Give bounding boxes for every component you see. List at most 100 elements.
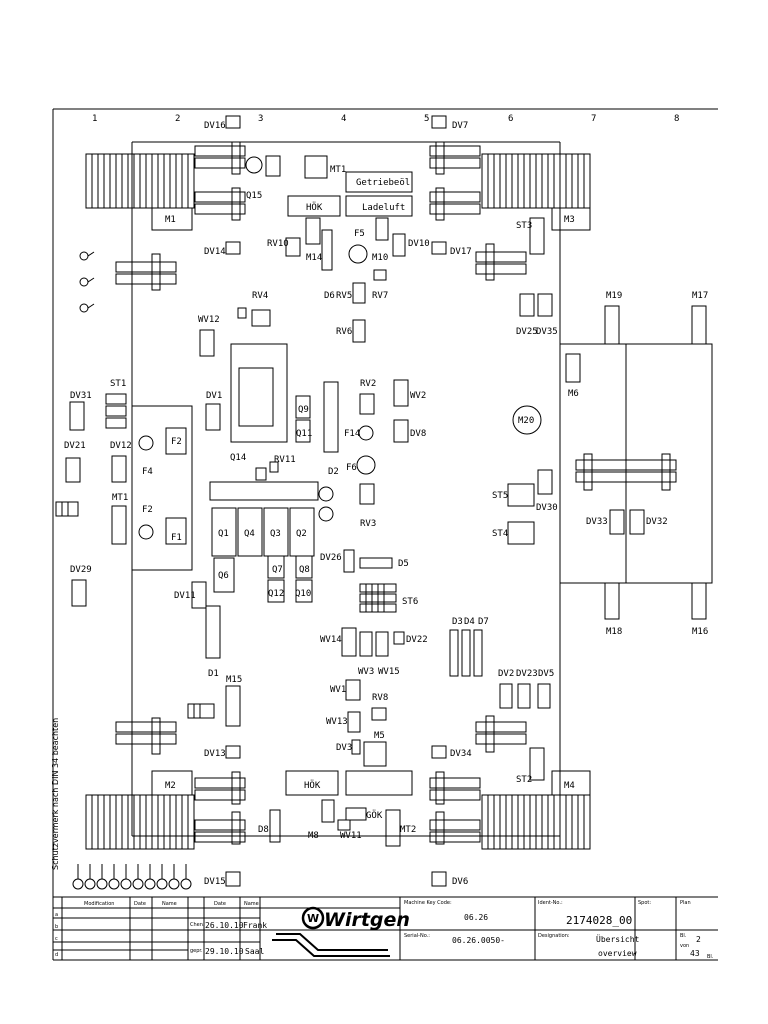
track-bottom-right: [481, 770, 591, 850]
label-dv1: DV1: [206, 391, 222, 401]
label-dv6: DV6: [452, 877, 468, 887]
box-gok: [345, 807, 367, 821]
row-letter: d: [55, 952, 58, 958]
label-d6: D6: [324, 291, 335, 301]
label-f2a: F2: [171, 437, 182, 447]
box-rv4-left: [237, 307, 247, 319]
label-rv5: RV5: [336, 291, 352, 301]
label-dv15: DV15: [204, 877, 226, 887]
box-m15: [225, 685, 241, 727]
plug-icon: [187, 703, 215, 719]
label-wv13: WV13: [326, 717, 348, 727]
right-module: [559, 343, 713, 584]
logo-text: Wirtgen: [324, 909, 410, 931]
box-wv15: [375, 631, 389, 657]
box-mt2: [385, 809, 401, 847]
label-hok-bottom: HÖK: [304, 780, 321, 791]
label-rv6: RV6: [336, 327, 352, 337]
label-dv35: DV35: [536, 327, 558, 337]
column-number: 4: [341, 114, 346, 124]
date-header: Date: [134, 901, 146, 907]
label-hok-top: HÖK: [306, 202, 323, 213]
label-d5: D5: [398, 559, 409, 569]
label-dv21: DV21: [64, 441, 86, 451]
label-wv14: WV14: [320, 635, 342, 645]
leg-m18: [604, 582, 620, 620]
box-dv2: [499, 683, 513, 709]
track-top-left: [85, 153, 195, 231]
valve-rv5: [352, 282, 366, 304]
label-wv12: WV12: [198, 315, 220, 325]
label-m19: M19: [606, 291, 622, 301]
valve-bank: [209, 481, 319, 501]
box-dv34: [431, 745, 447, 759]
fuse-d2-bottom: [318, 506, 334, 522]
relay-q14: [255, 467, 267, 481]
relay-q11: [295, 419, 311, 443]
label-q6: Q6: [218, 571, 229, 581]
panel-hok-bottom: [285, 770, 339, 796]
label-mt2: MT2: [400, 825, 416, 835]
box-dv22: [393, 631, 405, 645]
box-dv14: [225, 241, 241, 255]
protection-note: Schutzvermerk nach DIN 34 beachten: [51, 718, 60, 870]
sheet-total: 43: [690, 949, 700, 958]
label-m2: M2: [165, 781, 176, 791]
label-getriebeol: Getriebeöl: [356, 178, 410, 188]
label-d2: D2: [328, 467, 339, 477]
label-q2: Q2: [296, 529, 307, 539]
box-wv1: [345, 679, 361, 701]
cylinder-bottom-left: [115, 717, 246, 845]
designation-label: Designation:: [538, 933, 570, 939]
checked-date: 29.10.10: [205, 947, 244, 956]
box-dv12: [111, 455, 127, 483]
fuse-f2: [138, 524, 154, 540]
label-ladeluft: Ladeluft: [362, 203, 405, 213]
checked-name: Saal: [245, 947, 264, 956]
label-f5: F5: [354, 229, 365, 239]
label-dv3: DV3: [336, 743, 352, 753]
label-m14: M14: [306, 253, 322, 263]
label-dv5: DV5: [538, 669, 554, 679]
cylinder-top-mid: [429, 141, 481, 221]
label-rv10: RV10: [267, 239, 289, 249]
name-header: Name: [162, 901, 177, 907]
box-dv30: [537, 469, 553, 495]
box-dv5: [537, 683, 551, 709]
label-dv2: DV2: [498, 669, 514, 679]
box-mt1-top: [304, 155, 328, 179]
label-dv34: DV34: [450, 749, 472, 759]
label-m4: M4: [564, 781, 575, 791]
label-f1: F1: [171, 533, 182, 543]
box-dv8: [393, 419, 409, 443]
label-d7: D7: [478, 617, 489, 627]
drawn-date: 26.10.10: [205, 921, 244, 930]
relay-q8: [295, 555, 313, 579]
machine-key-label: Machine Key Code:: [404, 900, 452, 906]
label-q8: Q8: [299, 565, 310, 575]
label-dv8: DV8: [410, 429, 426, 439]
plug-icon: [55, 501, 79, 517]
checked-label: gepr.: [190, 948, 203, 954]
label-d4: D4: [464, 617, 475, 627]
label-dv13: DV13: [204, 749, 226, 759]
designation-line-1: Übersicht: [596, 934, 640, 944]
label-q3: Q3: [270, 529, 281, 539]
column-number: 7: [591, 114, 596, 124]
label-st1: ST1: [110, 379, 126, 389]
label-dv11: DV11: [174, 591, 196, 601]
box-m6: [565, 353, 581, 383]
leg-m17: [691, 305, 707, 345]
label-m15: M15: [226, 675, 242, 685]
valve-rv2: [359, 393, 375, 415]
relay-q7: [267, 555, 285, 579]
box-dv6: [431, 871, 447, 887]
sensor-symbols-left: [79, 251, 95, 313]
label-f4: F4: [142, 467, 153, 477]
label-m17: M17: [692, 291, 708, 301]
engine-block: [230, 343, 288, 443]
box-st5: [507, 483, 535, 507]
box-dv33: [609, 509, 625, 535]
label-wv2: WV2: [410, 391, 426, 401]
